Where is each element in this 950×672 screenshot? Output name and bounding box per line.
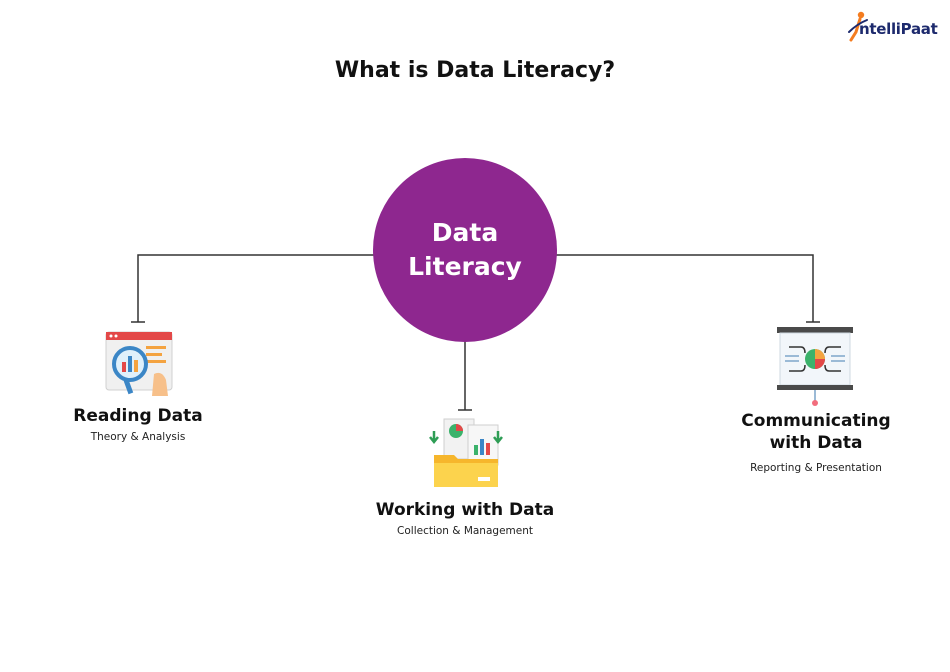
- logo-text: ntelliPaat: [859, 20, 938, 38]
- communicating-data-subtitle: Reporting & Presentation: [750, 462, 882, 474]
- diagram-title: What is Data Literacy?: [334, 58, 616, 83]
- center-node: Data Literacy: [373, 158, 557, 342]
- reading-data-title: Reading Data: [73, 406, 203, 426]
- folder-documents-icon: [428, 415, 504, 491]
- connector-right: [556, 254, 814, 322]
- center-node-label: Data Literacy: [408, 218, 522, 281]
- working-data-subtitle: Collection & Management: [397, 525, 533, 537]
- logo-figure-icon: [848, 11, 868, 42]
- working-data-title: Working with Data: [375, 500, 555, 520]
- reading-data-subtitle: Theory & Analysis: [90, 431, 186, 443]
- brand-logo: ntelliPaat: [845, 10, 945, 46]
- communicating-data-title: Communicating with Data: [741, 411, 891, 453]
- connector-left: [137, 254, 374, 322]
- presentation-board-icon: [775, 327, 855, 407]
- magnifier-chart-icon: [102, 330, 178, 400]
